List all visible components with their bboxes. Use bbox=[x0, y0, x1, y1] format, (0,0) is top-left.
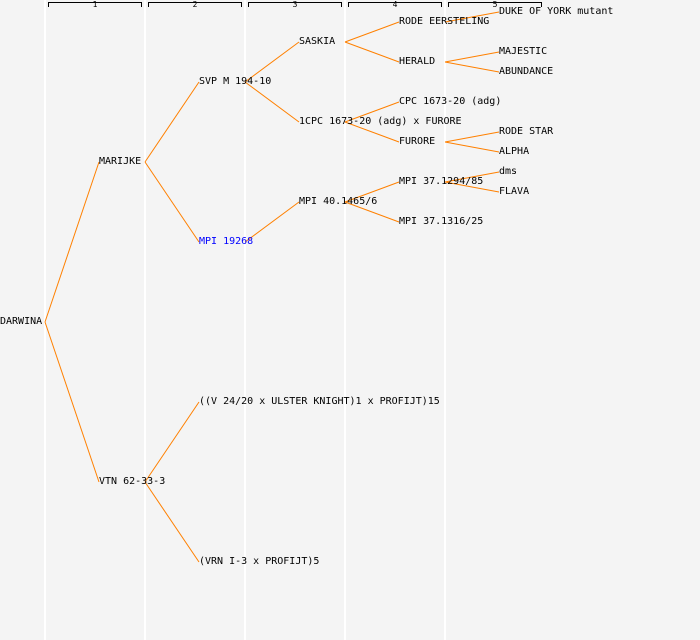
ancestor-gen-4: MPI 37.1316/25 bbox=[399, 216, 484, 227]
pedigree-link bbox=[344, 181, 400, 203]
pedigree-link bbox=[44, 161, 100, 323]
ancestor-gen-4: CPC 1673-20 (adg) bbox=[399, 96, 502, 107]
ancestor-gen-2: ((V 24/20 x ULSTER KNIGHT)1 x PROFIJT)15 bbox=[199, 396, 440, 407]
pedigree-link bbox=[344, 201, 400, 223]
column-divider bbox=[444, 0, 446, 640]
pedigree-link bbox=[344, 41, 400, 63]
generation-bracket bbox=[448, 2, 542, 7]
ancestor-gen-3: MPI 40.1465/6 bbox=[299, 196, 378, 207]
pedigree-link bbox=[444, 61, 500, 73]
generation-label: 4 bbox=[392, 0, 398, 9]
ancestor-gen-4: RODE EERSTELING bbox=[399, 16, 490, 27]
ancestor-gen-4: MPI 37.1294/85 bbox=[399, 176, 484, 187]
pedigree-link bbox=[444, 11, 500, 23]
root-variety: DARWINA bbox=[0, 316, 43, 327]
generation-label: 2 bbox=[192, 0, 198, 9]
ancestor-gen-3: 1CPC 1673-20 (adg) x FURORE bbox=[299, 116, 462, 127]
ancestor-gen-1: VTN 62-33-3 bbox=[99, 476, 166, 487]
ancestor-gen-5: DUKE OF YORK mutant bbox=[499, 6, 614, 17]
ancestor-gen-5: MAJESTIC bbox=[499, 46, 548, 57]
pedigree-link bbox=[144, 81, 200, 163]
ancestor-gen-5: ABUNDANCE bbox=[499, 66, 554, 77]
ancestor-gen-5: dms bbox=[499, 166, 518, 177]
pedigree-link bbox=[144, 161, 200, 243]
ancestor-gen-2: SVP M 194-10 bbox=[199, 76, 272, 87]
ancestor-gen-4: HERALD bbox=[399, 56, 436, 67]
column-divider bbox=[144, 0, 146, 640]
column-divider bbox=[244, 0, 246, 640]
pedigree-link bbox=[144, 401, 200, 483]
generation-bracket bbox=[348, 2, 442, 7]
pedigree-link bbox=[144, 481, 200, 563]
pedigree-link bbox=[244, 201, 300, 243]
generation-label: 1 bbox=[92, 0, 98, 9]
pedigree-link bbox=[344, 121, 400, 143]
pedigree-link bbox=[444, 171, 500, 183]
pedigree-link bbox=[244, 41, 300, 83]
ancestor-gen-2[interactable]: MPI 19268 bbox=[199, 236, 254, 247]
ancestor-gen-2: (VRN I-3 x PROFIJT)5 bbox=[199, 556, 320, 567]
pedigree-link bbox=[444, 131, 500, 143]
generation-bracket bbox=[248, 2, 342, 7]
generation-label: 3 bbox=[292, 0, 298, 9]
ancestor-gen-1: MARIJKE bbox=[99, 156, 142, 167]
pedigree-link bbox=[444, 141, 500, 153]
ancestor-gen-3: SASKIA bbox=[299, 36, 336, 47]
ancestor-gen-5: FLAVA bbox=[499, 186, 530, 197]
pedigree-link bbox=[44, 321, 100, 483]
column-divider bbox=[44, 0, 46, 640]
generation-bracket bbox=[48, 2, 142, 7]
ancestor-gen-4: FURORE bbox=[399, 136, 436, 147]
ancestor-gen-5: RODE STAR bbox=[499, 126, 554, 137]
pedigree-link bbox=[344, 101, 400, 123]
column-divider bbox=[344, 0, 346, 640]
pedigree-link bbox=[244, 81, 300, 123]
pedigree-link bbox=[444, 51, 500, 63]
generation-label: 5 bbox=[492, 0, 498, 9]
pedigree-link bbox=[444, 181, 500, 193]
ancestor-gen-5: ALPHA bbox=[499, 146, 530, 157]
generation-bracket bbox=[148, 2, 242, 7]
pedigree-link bbox=[344, 21, 400, 43]
